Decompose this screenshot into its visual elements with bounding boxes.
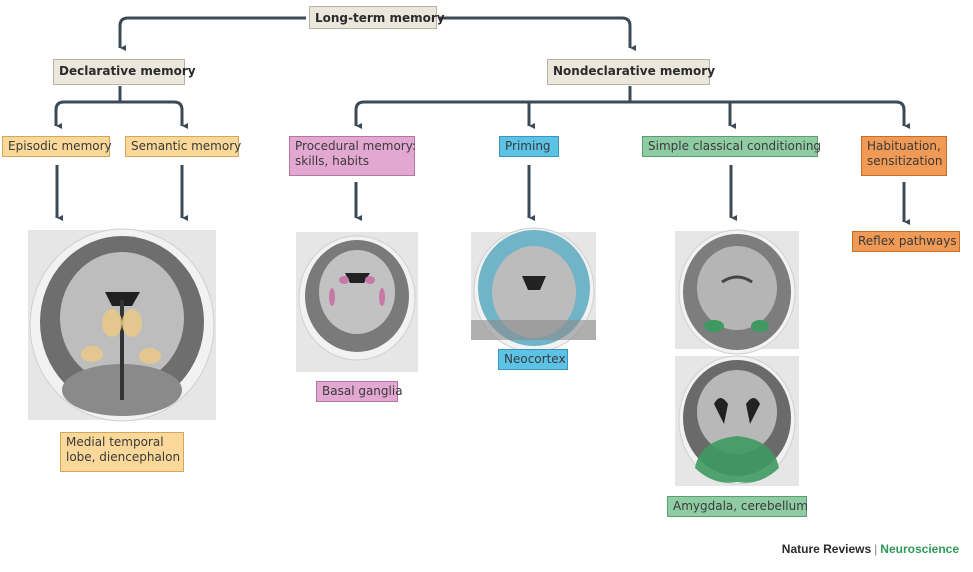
amygdala-highlight-left [704, 320, 724, 332]
priming-box: Priming [499, 136, 559, 157]
thalamus-highlight-left [102, 309, 122, 337]
declarative-memory-box: Declarative memory [53, 59, 196, 85]
arrow-root-to-nondeclarative [440, 16, 630, 48]
procedural-line-1: Procedural memory: [295, 139, 416, 153]
semantic-memory-box: Semantic memory [125, 136, 241, 157]
episodic-memory-box: Episodic memory [2, 136, 112, 157]
arrow-root-to-declarative [118, 16, 306, 48]
medial-temporal-lobe-box: Medial temporal lobe, diencephalon [60, 432, 184, 472]
credit-journal: Nature Reviews [781, 542, 872, 556]
simple-classical-conditioning-box: Simple classical conditioning [642, 136, 821, 157]
thalamus-highlight-right [122, 309, 142, 337]
arrow-to-episodic [54, 100, 120, 126]
credit-subject: Neuroscience [880, 542, 959, 556]
brain-image-amygdala [675, 229, 799, 355]
putamen-highlight-right [379, 288, 385, 306]
cerebellum-highlight [695, 436, 779, 483]
brain-image-declarative [28, 228, 216, 422]
putamen-highlight-left [329, 288, 335, 306]
brain-image-cerebellum [675, 355, 799, 486]
caudate-highlight-right [365, 276, 375, 284]
habituation-sensitization-box: Habituation, sensitization [861, 136, 947, 176]
journal-credit: Nature Reviews|Neuroscience [782, 542, 959, 556]
nondeclarative-memory-box: Nondeclarative memory [547, 59, 715, 85]
amygdala-highlight-right [751, 320, 769, 332]
basal-ganglia-box: Basal ganglia [316, 381, 403, 402]
brain-image-procedural [296, 232, 418, 372]
hippocampus-highlight-right [139, 348, 161, 364]
amygdala-cerebellum-box: Amygdala, cerebellum [667, 496, 808, 517]
connectors [54, 16, 904, 222]
procedural-line-2: skills, habits [295, 154, 369, 168]
brain-image-priming [471, 227, 596, 353]
long-term-memory-box: Long-term memory [309, 6, 445, 29]
habituation-line-2: sensitization [867, 154, 943, 168]
region-line-2: lobe, diencephalon [66, 450, 181, 464]
arrow-to-semantic [120, 100, 182, 126]
reflex-pathways-box: Reflex pathways [852, 231, 960, 252]
region-line-1: Medial temporal [66, 435, 164, 449]
arrow-to-habituation [630, 100, 904, 126]
hippocampus-highlight-left [81, 346, 103, 362]
arrow-to-procedural [354, 100, 630, 126]
caudate-highlight-left [339, 276, 349, 284]
credit-separator: | [874, 542, 878, 556]
procedural-memory-box: Procedural memory: skills, habits [289, 136, 416, 176]
habituation-line-1: Habituation, [867, 139, 941, 153]
neocortex-box: Neocortex [498, 349, 568, 370]
